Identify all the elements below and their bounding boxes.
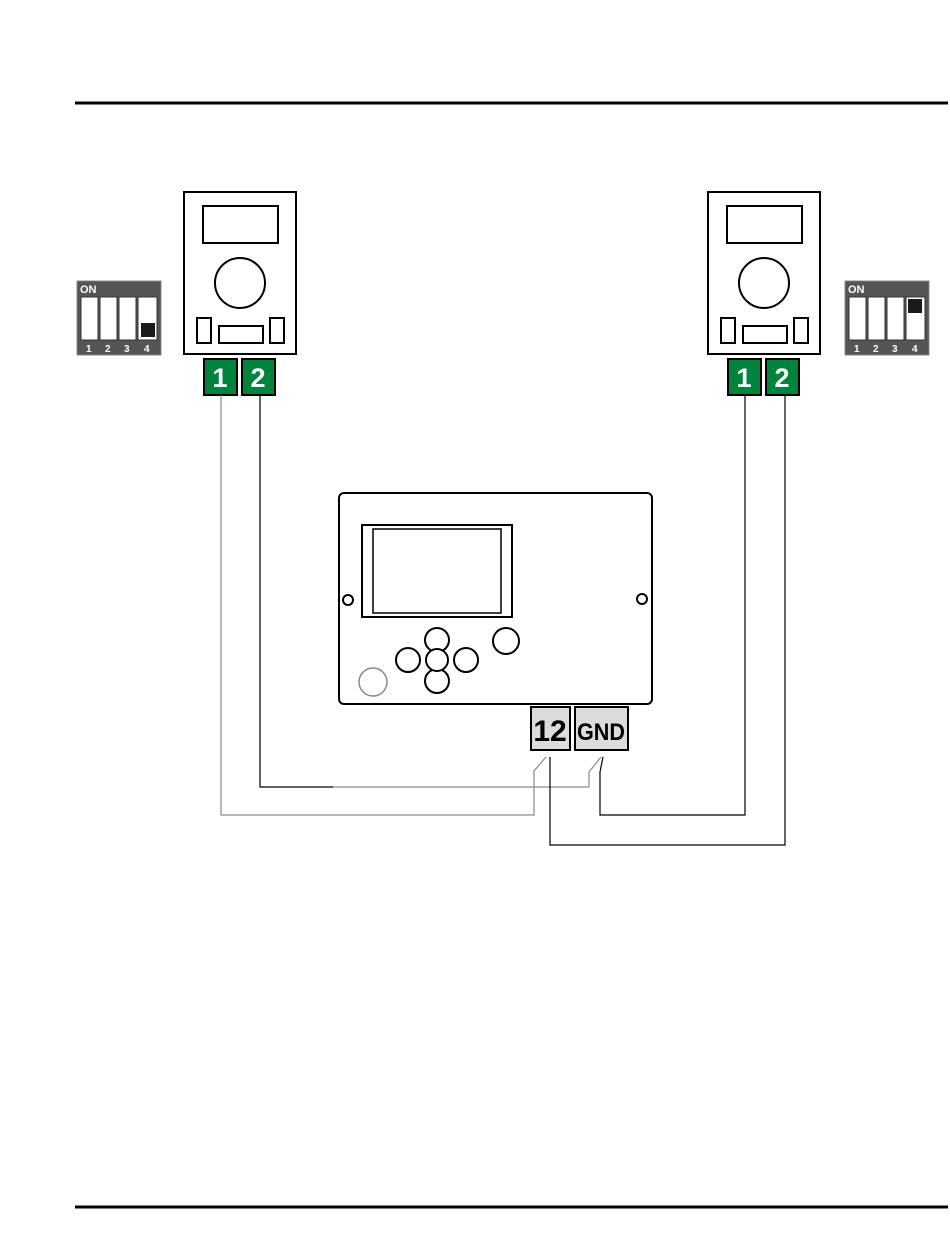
left-dip-on-label: ON	[80, 284, 97, 296]
right-dip-slot-3	[887, 297, 904, 340]
right-dip-slot-1	[849, 297, 866, 340]
right-dip-number-1: 1	[854, 344, 860, 355]
right-thermostat-button-left	[721, 318, 735, 343]
left-thermostat: 1 2	[184, 192, 296, 395]
controller-nav-center-button	[426, 649, 448, 671]
right-dip-on-label: ON	[848, 284, 865, 296]
left-dip-slot-1	[81, 297, 98, 340]
right-thermostat-button-right	[794, 318, 808, 343]
left-terminal-2-label: 2	[250, 363, 265, 393]
right-dip-slot-2	[868, 297, 885, 340]
left-thermostat-button-left	[197, 318, 211, 343]
controller-screen	[373, 529, 501, 613]
right-thermostat-dial	[739, 258, 789, 308]
left-thermostat-dial	[215, 258, 265, 308]
left-dip-number-2: 2	[105, 344, 111, 355]
controller-mount-hole-left	[343, 595, 353, 605]
controller-round-button-left	[359, 668, 387, 696]
right-dip-number-3: 3	[892, 344, 898, 355]
controller-nav-right-button	[454, 648, 478, 672]
controller-mount-hole-right	[637, 594, 647, 604]
left-dip-number-1: 1	[86, 344, 92, 355]
controller-unit: 12 GND	[339, 493, 652, 750]
left-thermostat-button-right	[270, 318, 284, 343]
left-dip-switch: ON 1 2 3 4	[77, 281, 161, 355]
right-dip-switch: ON 1 2 3 4	[845, 281, 929, 355]
wire-left-2-to-gnd-tail	[333, 757, 601, 787]
wire-left-2-to-gnd	[260, 395, 333, 787]
right-thermostat-display	[727, 206, 802, 243]
right-thermostat-button-center	[743, 326, 787, 343]
left-dip-number-4: 4	[144, 344, 150, 355]
left-terminal-1-label: 1	[212, 363, 227, 393]
controller-nav-left-button	[396, 648, 420, 672]
right-thermostat: 1 2	[708, 192, 820, 395]
right-terminal-1-label: 1	[736, 363, 751, 393]
right-dip-number-2: 2	[873, 344, 879, 355]
left-thermostat-display	[203, 206, 278, 243]
controller-round-button-right	[493, 628, 519, 654]
controller-terminal-gnd-label: GND	[577, 719, 625, 746]
left-dip-number-3: 3	[124, 344, 130, 355]
left-dip-slot-2	[100, 297, 117, 340]
right-dip-knob-4	[908, 299, 922, 313]
controller-terminal-12-label: 12	[533, 715, 566, 748]
left-dip-slot-3	[119, 297, 136, 340]
left-dip-knob-4	[141, 323, 155, 337]
left-thermostat-button-center	[219, 326, 263, 343]
right-terminal-2-label: 2	[774, 363, 789, 393]
controller-nav-down-button	[425, 669, 449, 693]
right-dip-number-4: 4	[912, 344, 918, 355]
